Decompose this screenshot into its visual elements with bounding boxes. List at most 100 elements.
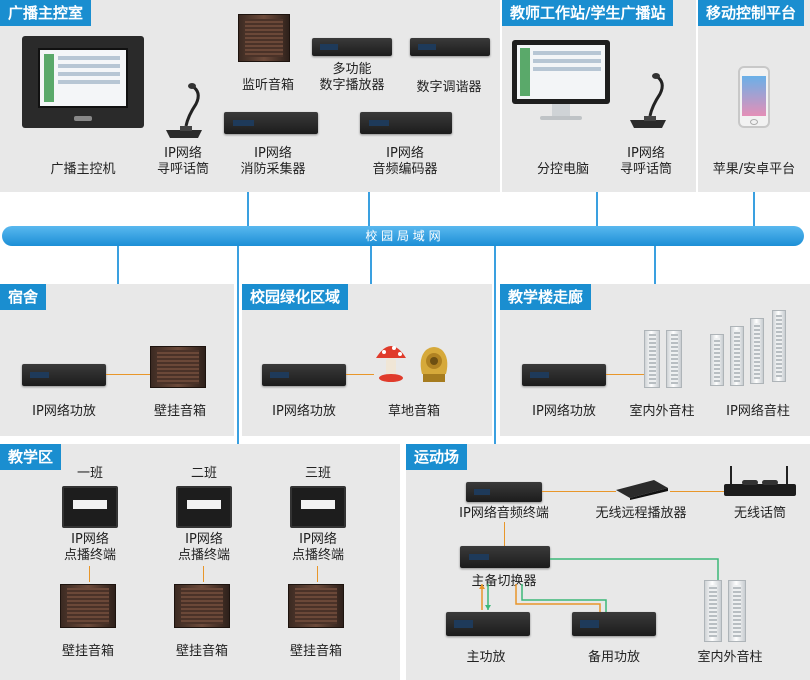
class-1-terminal-label-2: 点播终端: [63, 548, 116, 563]
backup-amp-image: [572, 612, 656, 636]
paging-mic-label-1: IP网络: [164, 146, 202, 161]
monitor-speaker-label: 监听音箱: [241, 78, 294, 93]
audio-encoder-image: [360, 112, 452, 134]
class-3-name: 三班: [304, 466, 331, 481]
corridor-link: [606, 374, 644, 375]
class-1-link: [89, 566, 90, 582]
class-2-terminal-label-2: 点播终端: [177, 548, 230, 563]
link-mobile: [753, 192, 755, 228]
class-3-link: [317, 566, 318, 582]
audio-terminal-image: [466, 482, 542, 502]
link-playground: [494, 244, 496, 444]
link-dorm: [117, 244, 119, 284]
teacher-mic-label-2: 寻呼话筒: [619, 162, 672, 177]
class-1-name: 一班: [76, 466, 103, 481]
dorm-amp-image: [22, 364, 106, 386]
rock-speaker-image: [420, 347, 448, 382]
dorm-speaker-label: 壁挂音箱: [153, 404, 206, 419]
dorm-link: [106, 374, 150, 375]
mushroom-speaker-image: [376, 346, 406, 382]
teacher-mic-label-1: IP网络: [627, 146, 665, 161]
green-link: [346, 374, 374, 375]
wireless-mic-image: [724, 466, 796, 500]
fire-collector-label-1: IP网络: [254, 146, 292, 161]
green-title: 校园绿化区域: [242, 284, 349, 310]
campus-network-label: 校 园 局 域 网: [365, 229, 441, 243]
corridor-title: 教学楼走廊: [500, 284, 592, 310]
multi-player-label-2: 数字播放器: [319, 78, 385, 93]
smartphone-image: [738, 66, 770, 128]
dorm-speaker-image: [150, 346, 206, 388]
main-amp-image: [446, 612, 530, 636]
class-2-terminal-image: [176, 486, 232, 528]
link-fire-collector: [247, 192, 249, 228]
ip-column-2: [730, 326, 744, 386]
playground-column-2: [728, 580, 746, 642]
digital-tuner-image: [410, 38, 490, 56]
green-amp-image: [262, 364, 346, 386]
mobile-platform-label: 苹果/安卓平台: [712, 162, 796, 177]
green-speaker-label: 草地音箱: [387, 404, 440, 419]
playground-title: 运动场: [406, 444, 468, 470]
multi-player-image: [312, 38, 392, 56]
playground-column-1: [704, 580, 722, 642]
green-panel: 校园绿化区域: [242, 284, 492, 436]
audio-terminal-label: IP网络音频终端: [459, 506, 549, 521]
ip-column-1: [710, 334, 724, 386]
link-corridor: [654, 244, 656, 284]
paging-mic-image: [166, 83, 202, 138]
class-1-terminal-image: [62, 486, 118, 528]
fire-collector-label-2: 消防采集器: [240, 162, 306, 177]
link-green: [370, 244, 372, 284]
wireless-player-label: 无线远程播放器: [595, 506, 687, 521]
backup-amp-label: 备用功放: [587, 650, 640, 665]
dorm-title: 宿舍: [0, 284, 47, 310]
monitor-speaker-image: [238, 14, 290, 62]
ip-column-4: [772, 310, 786, 382]
wireless-player-image: [616, 480, 668, 500]
main-amp-label: 主功放: [466, 650, 506, 665]
class-2-speaker-label: 壁挂音箱: [175, 644, 228, 659]
audio-encoder-label-1: IP网络: [386, 146, 424, 161]
paging-mic-label-2: 寻呼话筒: [156, 162, 209, 177]
dorm-amp-label: IP网络功放: [32, 404, 96, 419]
class-3-terminal-label-2: 点播终端: [291, 548, 344, 563]
class-3-terminal-label-1: IP网络: [299, 532, 337, 547]
class-1-speaker-label: 壁挂音箱: [61, 644, 114, 659]
control-room-title: 广播主控室: [0, 0, 92, 26]
player-to-mic-link: [670, 491, 726, 492]
multi-player-label-1: 多功能: [332, 62, 372, 77]
indoor-column-1: [644, 330, 660, 388]
switcher-image: [460, 546, 550, 568]
class-3-speaker-image: [288, 584, 344, 628]
class-3-terminal-image: [290, 486, 346, 528]
mobile-title: 移动控制平台: [698, 0, 805, 26]
digital-tuner-label: 数字调谐器: [416, 80, 482, 95]
class-1-speaker-image: [60, 584, 116, 628]
switcher-link-lines: [479, 558, 719, 614]
link-teacher: [596, 192, 598, 228]
teacher-station-title: 教师工作站/学生广播站: [502, 0, 674, 26]
playground-column-label: 室内外音柱: [697, 650, 763, 665]
audio-encoder-label-2: 音频编码器: [372, 162, 438, 177]
class-2-name: 二班: [190, 466, 217, 481]
teacher-paging-mic-image: [630, 73, 666, 128]
terminal-to-switcher-link: [504, 522, 505, 546]
corridor-amp-image: [522, 364, 606, 386]
indoor-column-2: [666, 330, 682, 388]
class-3-speaker-label: 壁挂音箱: [289, 644, 342, 659]
teaching-title: 教学区: [0, 444, 62, 470]
class-2-link: [203, 566, 204, 582]
green-amp-label: IP网络功放: [272, 404, 336, 419]
sub-pc-label: 分控电脑: [536, 162, 589, 177]
campus-network-bar: 校 园 局 域 网: [2, 226, 804, 246]
teaching-panel: 教学区: [0, 444, 400, 680]
wireless-mic-label: 无线话筒: [733, 506, 786, 521]
terminal-to-player-link: [542, 491, 616, 492]
class-2-terminal-label-1: IP网络: [185, 532, 223, 547]
class-1-terminal-label-1: IP网络: [71, 532, 109, 547]
fire-collector-image: [224, 112, 318, 134]
link-encoder: [368, 192, 370, 228]
corridor-ip-column-label: IP网络音柱: [726, 404, 790, 419]
desktop-pc-image: [512, 40, 610, 122]
